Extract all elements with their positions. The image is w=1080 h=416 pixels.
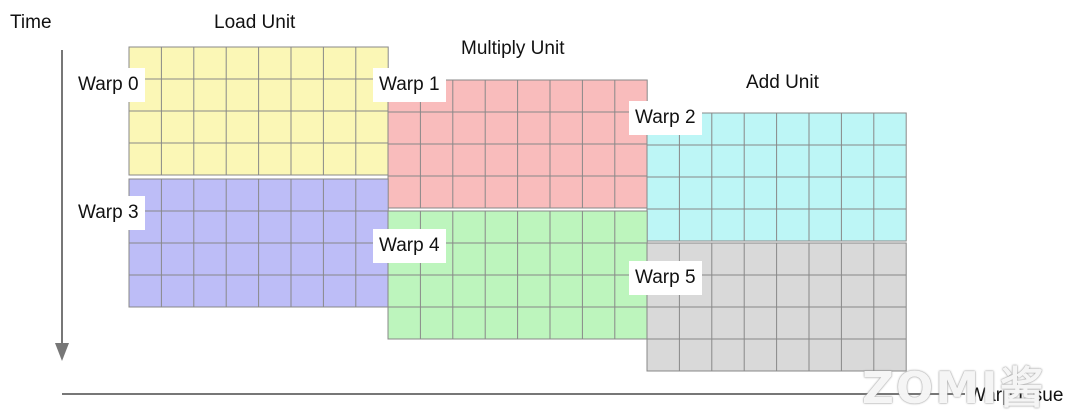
warp-3-block <box>128 178 389 308</box>
warp-issue-axis-label: Warp Issue <box>968 385 1064 406</box>
warp-2-label: Warp 2 <box>629 101 702 135</box>
load-unit-label: Load Unit <box>214 12 296 33</box>
warp-3-label: Warp 3 <box>72 196 145 230</box>
warp-5-label: Warp 5 <box>629 261 702 295</box>
add-unit-label: Add Unit <box>746 72 819 93</box>
warp-4-label: Warp 4 <box>373 229 446 263</box>
time-axis-label: Time <box>10 12 52 33</box>
zomi-watermark-logo: ZOMI酱 <box>862 363 1046 414</box>
time-axis-arrow <box>55 343 69 361</box>
warp-0-label: Warp 0 <box>72 68 145 102</box>
warp-1-label: Warp 1 <box>373 68 446 102</box>
warp-0-block <box>128 46 389 176</box>
multiply-unit-label: Multiply Unit <box>461 38 565 59</box>
